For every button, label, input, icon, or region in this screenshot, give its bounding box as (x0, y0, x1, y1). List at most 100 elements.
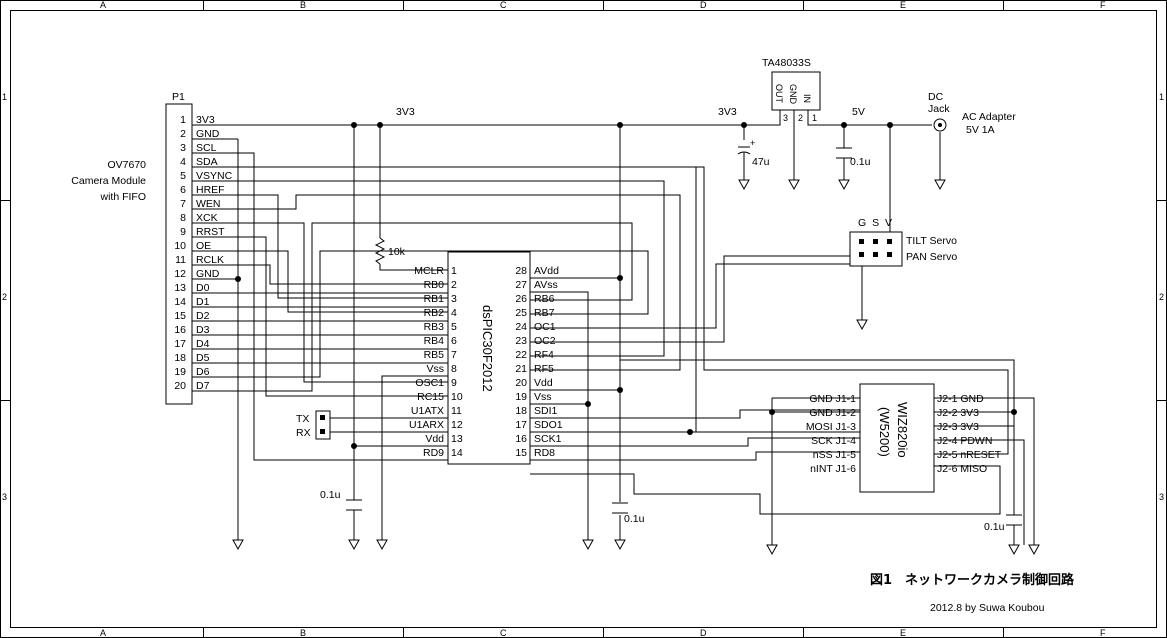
mcu-right-pin-num: 16 (515, 433, 527, 445)
mcu-left-pin-num: 14 (451, 447, 463, 459)
wiz-left-pin: MOSI J1-3 (806, 421, 856, 433)
ground-symbol (1028, 544, 1040, 556)
mcu-right-pin-num: 24 (515, 321, 527, 333)
camera-pin-num: 8 (180, 212, 186, 224)
camera-pin-num: 14 (174, 296, 186, 308)
frame-col-bottom-F: F (1100, 628, 1106, 638)
camera-pin-name: D0 (196, 282, 210, 294)
mcu-left-pin-name: Vss (426, 363, 444, 375)
cap-47u-label: 47u (752, 156, 770, 168)
ac-adapter-label-1: AC Adapter (962, 111, 1016, 123)
wiz-right-pin: J2-1 GND (937, 393, 984, 405)
mcu-left-pin-name: U1ATX (411, 405, 444, 417)
mcu-left-pin-name: RC15 (417, 391, 444, 403)
capacitor-b (612, 502, 628, 514)
camera-pin-num: 18 (174, 352, 186, 364)
camera-pin-num: 5 (180, 170, 186, 182)
mcu-left-pin-num: 12 (451, 419, 463, 431)
mcu-right-pin-num: 26 (515, 293, 527, 305)
camera-pin-name: D4 (196, 338, 210, 350)
mcu-left-pin-num: 11 (451, 405, 462, 417)
camera-pin-name: VSYNC (196, 170, 233, 182)
camera-pin-num: 3 (180, 142, 186, 154)
mcu-right-pin-name: OC1 (534, 321, 556, 333)
ground-symbols (232, 179, 1040, 556)
camera-pin-num: 2 (180, 128, 186, 140)
dc-jack-label-2: Jack (928, 103, 950, 115)
camera-pin-name: D7 (196, 380, 210, 392)
camera-pin-name: D5 (196, 352, 210, 364)
net-5v-label: 5V (852, 106, 865, 118)
camera-connector-body (165, 103, 193, 405)
frame-row-right-2: 2 (1159, 292, 1164, 302)
camera-pin-num: 17 (174, 338, 186, 350)
ground-symbol (582, 539, 594, 551)
camera-pin-name: SCL (196, 142, 217, 154)
wiz-right-pin: J2-2 3V3 (937, 407, 979, 419)
capacitor-47u: + (737, 138, 755, 155)
wiz-chip: (W5200) (877, 407, 892, 457)
mcu-left-pin-name: RB0 (424, 279, 445, 291)
wiz-left-pin: nINT J1-6 (810, 463, 856, 475)
servo-pin-labels: G S V (858, 217, 892, 229)
mcu-body (447, 251, 531, 465)
mcu-right-pin-name: SDO1 (534, 419, 563, 431)
camera-pin-num: 4 (180, 156, 186, 168)
wiz-module-body (859, 383, 935, 493)
camera-pin-name: RRST (196, 226, 225, 238)
ground-symbol (934, 179, 946, 191)
mcu-right-pin-name: SCK1 (534, 433, 562, 445)
mcu-left-pin-num: 13 (451, 433, 463, 445)
frame-col-bottom-B: B (300, 628, 306, 638)
mcu-right-pin-name: Vss (534, 391, 552, 403)
camera-pin-name: HREF (196, 184, 225, 196)
frame-row-left-2: 2 (2, 292, 7, 302)
net-3v3-label-b: 3V3 (718, 106, 737, 118)
camera-pin-name: D2 (196, 310, 210, 322)
mcu-left-pin-num: 3 (451, 293, 457, 305)
frame-row-left-1: 1 (2, 92, 7, 102)
mcu-left-pin-name: RB5 (424, 349, 445, 361)
mcu-name: dsPIC30F2012 (480, 305, 495, 392)
camera-desc-3: with FIFO (99, 191, 146, 203)
uart-header (315, 410, 331, 440)
mcu-left-pin-name: OSC1 (415, 377, 444, 389)
camera-pin-name: OE (196, 240, 211, 252)
camera-desc-1: OV7670 (107, 159, 146, 171)
frame-col-top-E: E (900, 0, 906, 10)
wiz-left-pin: GND J1-2 (809, 407, 856, 419)
frame-row-left-3: 3 (2, 492, 7, 502)
dc-jack-label-1: DC (928, 91, 944, 103)
mcu-right-pin-num: 17 (515, 419, 527, 431)
frame-col-bottom-C: C (500, 628, 507, 638)
mcu-right-pin-num: 15 (515, 447, 527, 459)
mcu-right-pin-name: OC2 (534, 335, 556, 347)
wiz-right-pin: J2-6 MISO (937, 463, 987, 475)
frame-col-top-C: C (500, 0, 507, 10)
mcu-left-pin-num: 4 (451, 307, 457, 319)
mcu-right-pin-name: RF5 (534, 363, 554, 375)
mcu-right-pin-num: 20 (515, 377, 527, 389)
ground-symbol (738, 179, 750, 191)
mcu-right-pin-num: 18 (515, 405, 527, 417)
regulator-pin-in: IN (802, 94, 812, 103)
cap-a-label: 0.1u (320, 489, 341, 501)
camera-pin-name: GND (196, 268, 220, 280)
ground-symbol (376, 539, 388, 551)
camera-pin-name: SDA (196, 156, 218, 168)
mcu-right-pin-name: RB6 (534, 293, 555, 305)
wiz-left-pin: nSS J1-5 (813, 449, 856, 461)
diagram-credit: 2012.8 by Suwa Koubou (930, 602, 1045, 614)
wiz-right-pin: J2-4 PDWN (937, 435, 992, 447)
diagram-title: 図1 ネットワークカメラ制御回路 (870, 572, 1075, 588)
camera-pin-num: 20 (174, 380, 186, 392)
resistor-label: 10k (388, 246, 406, 258)
net-3v3-label-a: 3V3 (396, 106, 415, 118)
camera-pin-name: D3 (196, 324, 210, 336)
ground-symbol (348, 539, 360, 551)
camera-pin-name: 3V3 (196, 114, 215, 126)
mcu-right-pin-name: Vdd (534, 377, 553, 389)
